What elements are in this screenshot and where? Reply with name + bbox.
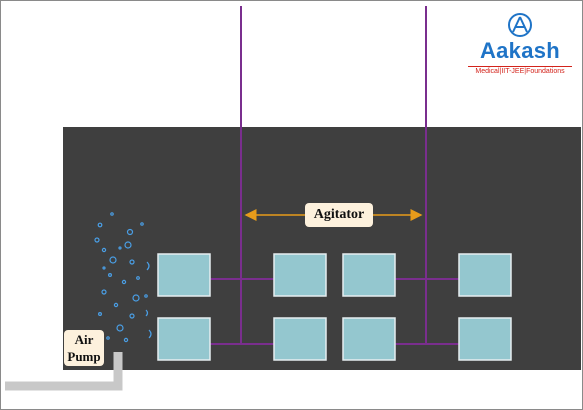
- logo-name: Aakash: [479, 38, 561, 63]
- air-pump-label: Air Pump: [64, 330, 104, 366]
- agitator-label: Agitator: [305, 203, 373, 227]
- air-pipe: [5, 352, 123, 391]
- air-bubbles: [94, 212, 152, 343]
- impeller-plate: [342, 317, 396, 361]
- impeller-plate: [157, 253, 211, 297]
- logo-tagline: Medical|IIT-JEE|Foundations: [468, 66, 572, 75]
- brand-logo: Aakash Medical|IIT-JEE|Foundations: [466, 10, 574, 76]
- air-pump-label-line1: Air: [74, 332, 94, 347]
- impeller-plate: [273, 253, 327, 297]
- impeller-plate: [342, 253, 396, 297]
- aakash-logo-icon: [508, 13, 532, 37]
- impeller-plate: [458, 317, 512, 361]
- impeller-plate: [273, 317, 327, 361]
- impeller-plate: [458, 253, 512, 297]
- impeller-plate: [157, 317, 211, 361]
- air-pump-label-line2: Pump: [67, 349, 101, 364]
